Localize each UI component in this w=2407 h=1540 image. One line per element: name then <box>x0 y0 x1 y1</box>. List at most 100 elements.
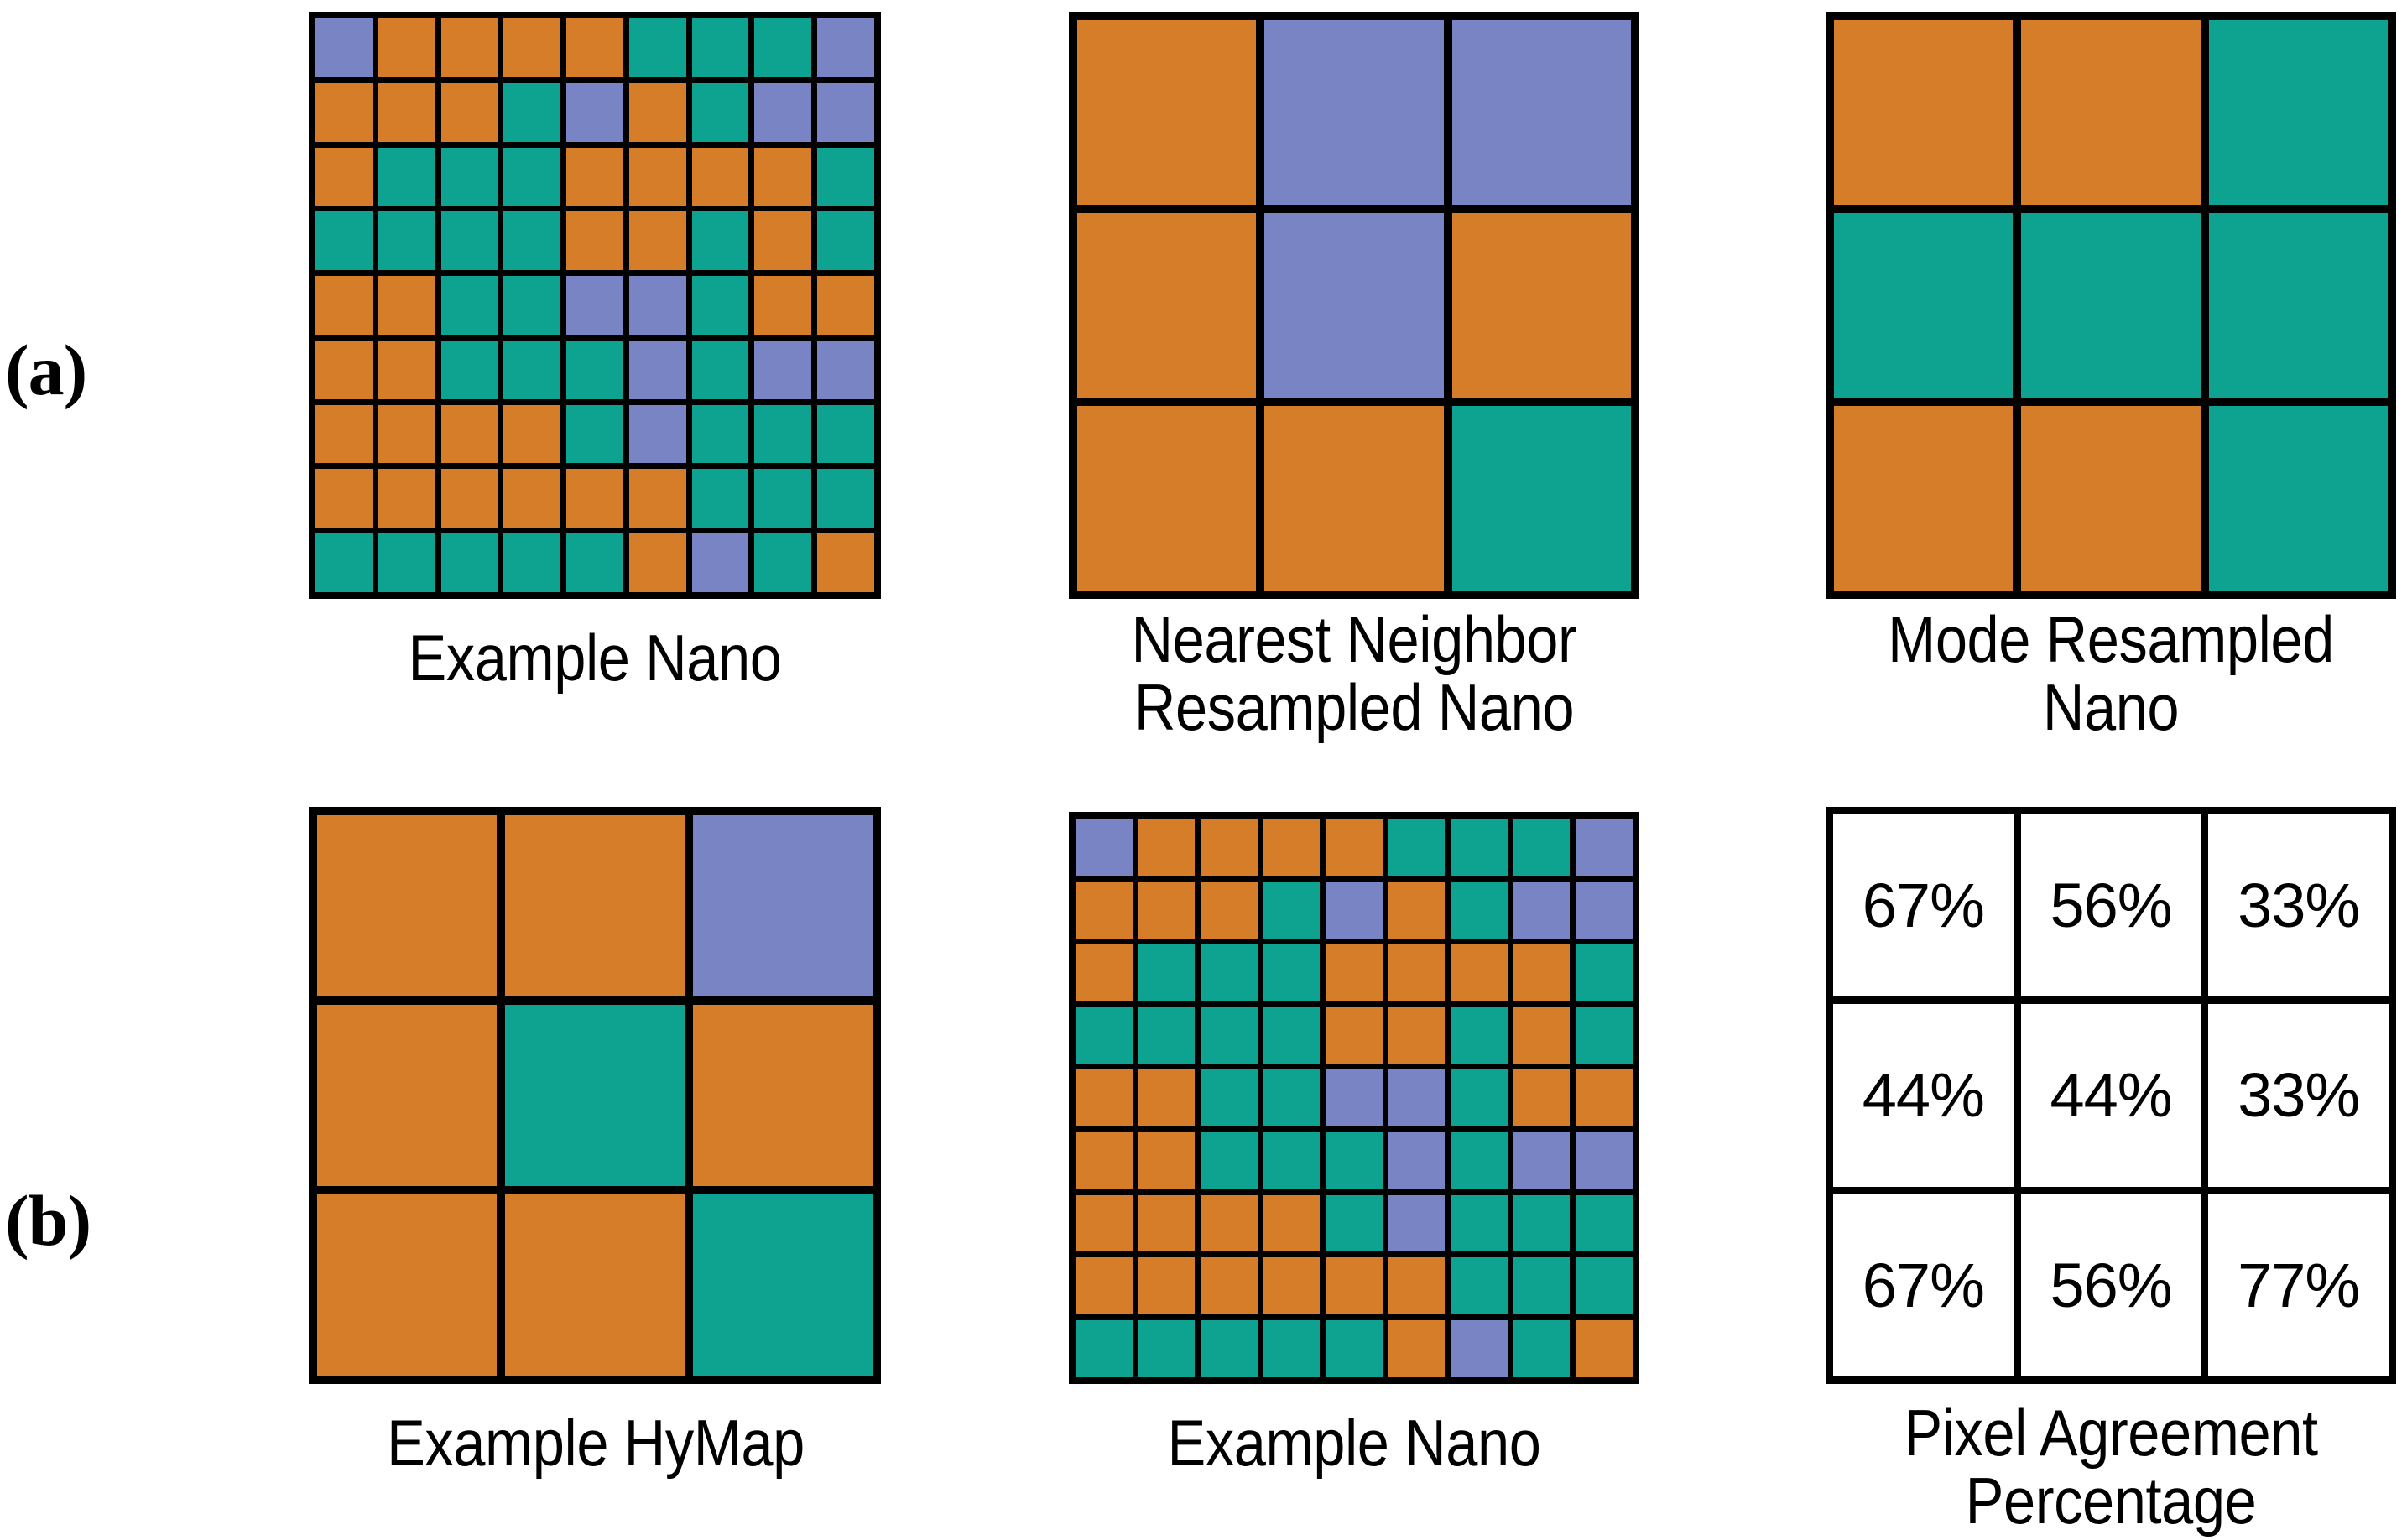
heatmap-cell <box>2208 20 2388 205</box>
heatmap-cell <box>566 404 623 464</box>
heatmap-cell <box>1451 1257 1508 1315</box>
heatmap-cell <box>566 147 623 206</box>
heatmap-cell <box>1326 944 1383 1002</box>
heatmap-cell <box>691 82 749 142</box>
heatmap-cell <box>628 147 686 206</box>
panel-label-b: (b) <box>5 1180 91 1261</box>
heatmap-cell <box>1326 881 1383 939</box>
heatmap-cell <box>440 82 498 142</box>
heatmap-cell <box>1077 213 1257 398</box>
heatmap-cell <box>1576 1194 1633 1252</box>
heatmap-cell <box>691 147 749 206</box>
heatmap-cell <box>693 1005 873 1186</box>
heatmap-cell <box>378 18 435 77</box>
percentage-cell: 77% <box>2208 1194 2389 1376</box>
heatmap-grid <box>309 12 881 599</box>
heatmap-cell <box>566 18 623 77</box>
heatmap-cell <box>2021 406 2201 591</box>
heatmap-cell <box>1201 819 1258 876</box>
heatmap-cell <box>1326 1257 1383 1315</box>
heatmap-cell <box>754 18 812 77</box>
heatmap-grid <box>1826 12 2396 599</box>
heatmap-cell <box>1388 1194 1446 1252</box>
heatmap-cell <box>1076 1069 1133 1126</box>
heatmap-cell <box>817 404 874 464</box>
heatmap-cell <box>378 147 435 206</box>
heatmap-cell <box>1263 1194 1321 1252</box>
heatmap-grid <box>1069 12 1639 599</box>
heatmap-cell <box>1451 819 1508 876</box>
heatmap-cell <box>691 276 749 335</box>
heatmap-cell <box>1451 881 1508 939</box>
heatmap-cell <box>1388 1069 1446 1126</box>
heatmap-cell <box>754 82 812 142</box>
heatmap-cell <box>691 404 749 464</box>
heatmap-cell <box>1076 1007 1133 1064</box>
heatmap-cell <box>754 533 812 592</box>
heatmap-cell <box>817 276 874 335</box>
heatmap-cell <box>1451 20 1631 205</box>
heatmap-cell <box>440 18 498 77</box>
heatmap-cell <box>691 533 749 592</box>
percentage-cell: 67% <box>1833 814 2014 997</box>
heatmap-cell <box>317 1005 497 1186</box>
heatmap-cell <box>566 276 623 335</box>
heatmap-cell <box>1201 944 1258 1002</box>
heatmap-cell <box>1576 1069 1633 1126</box>
heatmap-cell <box>817 147 874 206</box>
heatmap-cell <box>693 815 873 996</box>
heatmap-cell <box>1326 1132 1383 1189</box>
heatmap-cell <box>378 340 435 399</box>
heatmap-cell <box>378 211 435 271</box>
heatmap-cell <box>503 82 561 142</box>
heatmap-cell <box>1513 881 1571 939</box>
heatmap-cell <box>691 211 749 271</box>
heatmap-cell <box>1513 1007 1571 1064</box>
heatmap-cell <box>754 340 812 399</box>
heatmap-cell <box>503 211 561 271</box>
heatmap-cell <box>1834 213 2014 398</box>
heatmap-cell <box>817 82 874 142</box>
heatmap-cell <box>628 533 686 592</box>
heatmap-cell <box>1138 819 1196 876</box>
heatmap-cell <box>1263 1069 1321 1126</box>
heatmap-cell <box>1451 1132 1508 1189</box>
heatmap-cell <box>1451 944 1508 1002</box>
heatmap-cell <box>1388 881 1446 939</box>
heatmap-cell <box>1264 20 1444 205</box>
heatmap-cell <box>503 147 561 206</box>
heatmap-cell <box>315 147 373 206</box>
heatmap-cell <box>1513 819 1571 876</box>
heatmap-cell <box>1076 881 1133 939</box>
panel-label-a: (a) <box>5 330 87 410</box>
heatmap-grid <box>1069 812 1639 1384</box>
heatmap-cell <box>1138 1069 1196 1126</box>
heatmap-cell <box>1076 1194 1133 1252</box>
heatmap-cell <box>1326 1007 1383 1064</box>
heatmap-cell <box>440 469 498 528</box>
heatmap-cell <box>1264 213 1444 398</box>
heatmap-cell <box>317 815 497 996</box>
heatmap-cell <box>1138 1007 1196 1064</box>
heatmap-cell <box>503 18 561 77</box>
heatmap-cell <box>1576 1257 1633 1315</box>
heatmap-cell <box>1076 1320 1133 1377</box>
heatmap-cell <box>1576 1007 1633 1064</box>
heatmap-cell <box>503 533 561 592</box>
heatmap-cell <box>2021 20 2201 205</box>
heatmap-cell <box>1077 20 1257 205</box>
heatmap-cell <box>1513 1132 1571 1189</box>
caption-example-nano-a: Example Nano <box>408 621 782 695</box>
heatmap-cell <box>440 533 498 592</box>
heatmap-cell <box>1326 1320 1383 1377</box>
heatmap-cell <box>315 469 373 528</box>
heatmap-cell <box>378 469 435 528</box>
heatmap-cell <box>1388 1007 1446 1064</box>
heatmap-cell <box>1201 1320 1258 1377</box>
heatmap-cell <box>817 211 874 271</box>
heatmap-cell <box>1834 20 2014 205</box>
heatmap-cell <box>1138 1320 1196 1377</box>
heatmap-cell <box>1138 1194 1196 1252</box>
heatmap-cell <box>1513 1194 1571 1252</box>
heatmap-cell <box>1201 1007 1258 1064</box>
